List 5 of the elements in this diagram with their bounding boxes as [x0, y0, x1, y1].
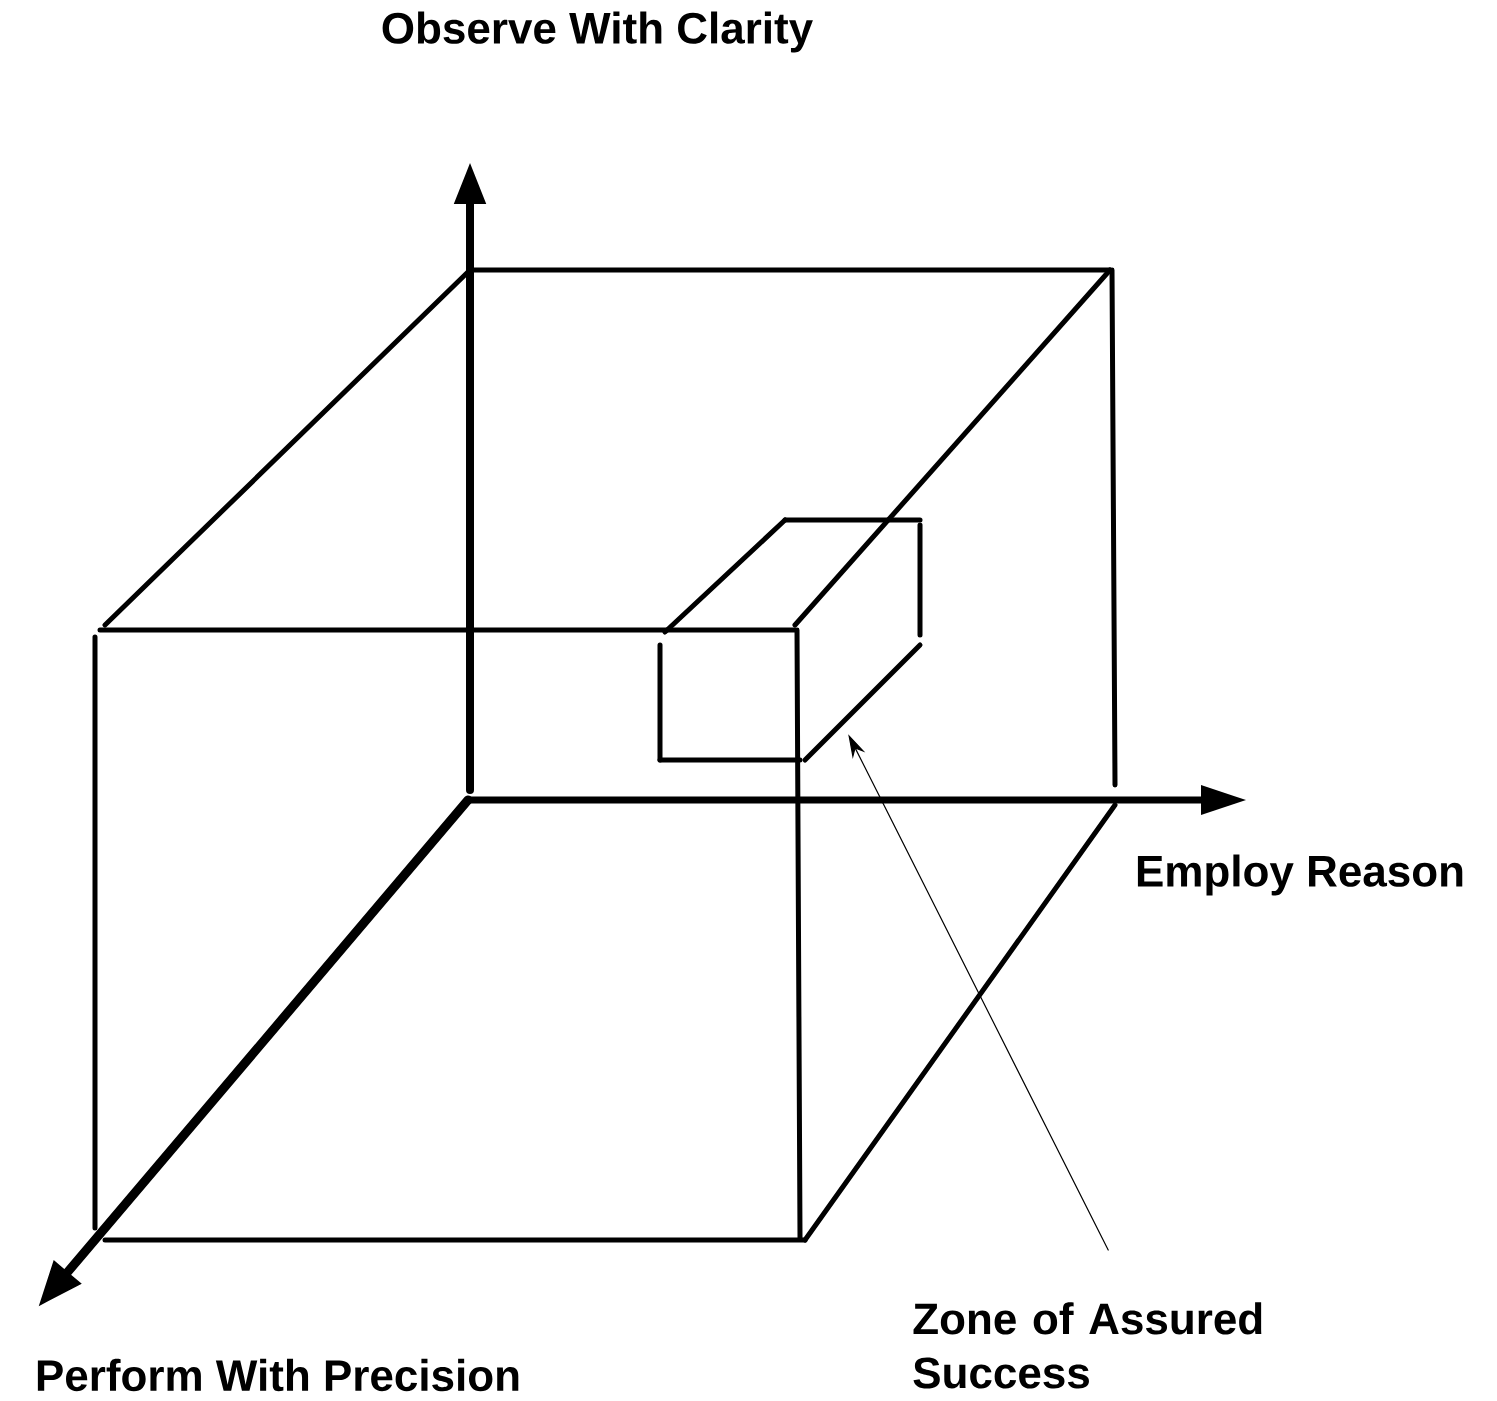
axis-label: Observe With Clarity [382, 11, 813, 53]
zone-label: Zone of Assured Success [913, 1302, 1262, 1389]
zone-box [657, 517, 923, 763]
axis-label: Perform With Precision [37, 1358, 519, 1392]
axis-label: Employ Reason [1137, 854, 1463, 896]
